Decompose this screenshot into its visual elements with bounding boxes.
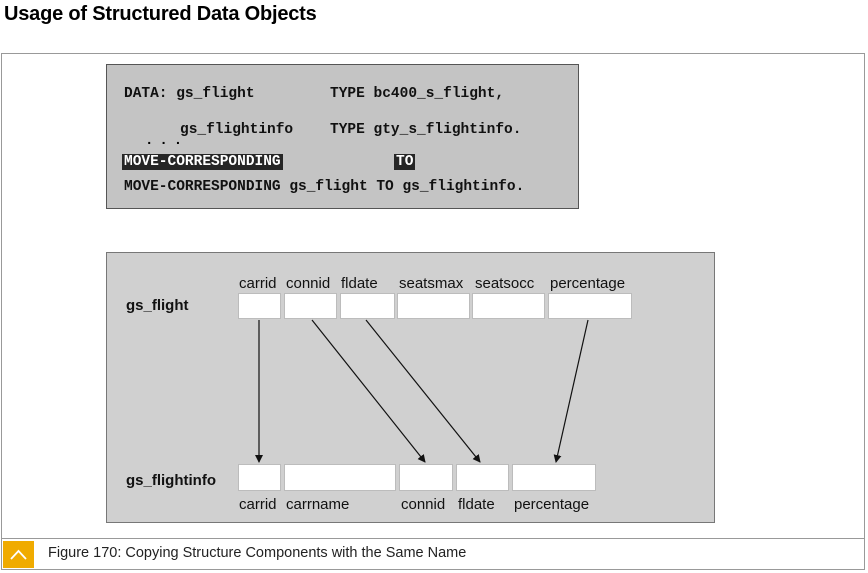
page-title: Usage of Structured Data Objects [4, 3, 317, 25]
code-ellipsis: ... [145, 133, 189, 149]
source-field-cell [238, 293, 281, 319]
source-field-cell [340, 293, 395, 319]
source-field-cell [548, 293, 632, 319]
code-line2-left: gs_flightinfo [180, 122, 294, 138]
code-line4: MOVE-CORRESPONDING gs_flight TO gs_fligh… [124, 179, 525, 195]
collapse-button[interactable] [3, 541, 34, 568]
code-line1-right: TYPE bc400_s_flight, [330, 86, 505, 102]
target-field-cell [399, 464, 453, 491]
code-to-highlight: TO [394, 154, 416, 170]
target-field-cell [456, 464, 509, 491]
source-field-label: percentage [550, 275, 626, 292]
arrow-fldate [365, 319, 481, 463]
code-line2-right: TYPE gty_s_flightinfo. [330, 122, 522, 138]
figure-caption: Figure 170: Copying Structure Components… [48, 545, 467, 561]
source-structure-name: gs_flight [126, 297, 189, 314]
caption-bar [1, 538, 865, 570]
arrow-percentage [553, 319, 589, 463]
source-field-label: connid [286, 275, 331, 292]
source-field-label: fldate [341, 275, 378, 292]
source-field-label: carrid [239, 275, 277, 292]
target-field-label: fldate [458, 496, 495, 513]
target-field-label: connid [401, 496, 446, 513]
arrow-connid [311, 319, 426, 463]
target-field-cell [284, 464, 396, 491]
figure-frame [1, 53, 865, 570]
code-line1-left: DATA: gs_flight [124, 86, 255, 102]
source-field-cell [284, 293, 337, 319]
target-structure-name: gs_flightinfo [126, 472, 216, 489]
code-box [106, 64, 579, 209]
code-keyword-highlight: MOVE-CORRESPONDING [122, 154, 283, 170]
source-field-cell [472, 293, 545, 319]
target-field-label: carrname [286, 496, 350, 513]
target-field-cell [238, 464, 281, 491]
target-field-label: carrid [239, 496, 277, 513]
target-field-cell [512, 464, 596, 491]
target-field-label: percentage [514, 496, 590, 513]
source-field-cell [397, 293, 470, 319]
source-field-label: seatsmax [399, 275, 464, 292]
chevron-up-icon [10, 549, 27, 560]
source-field-label: seatsocc [475, 275, 535, 292]
